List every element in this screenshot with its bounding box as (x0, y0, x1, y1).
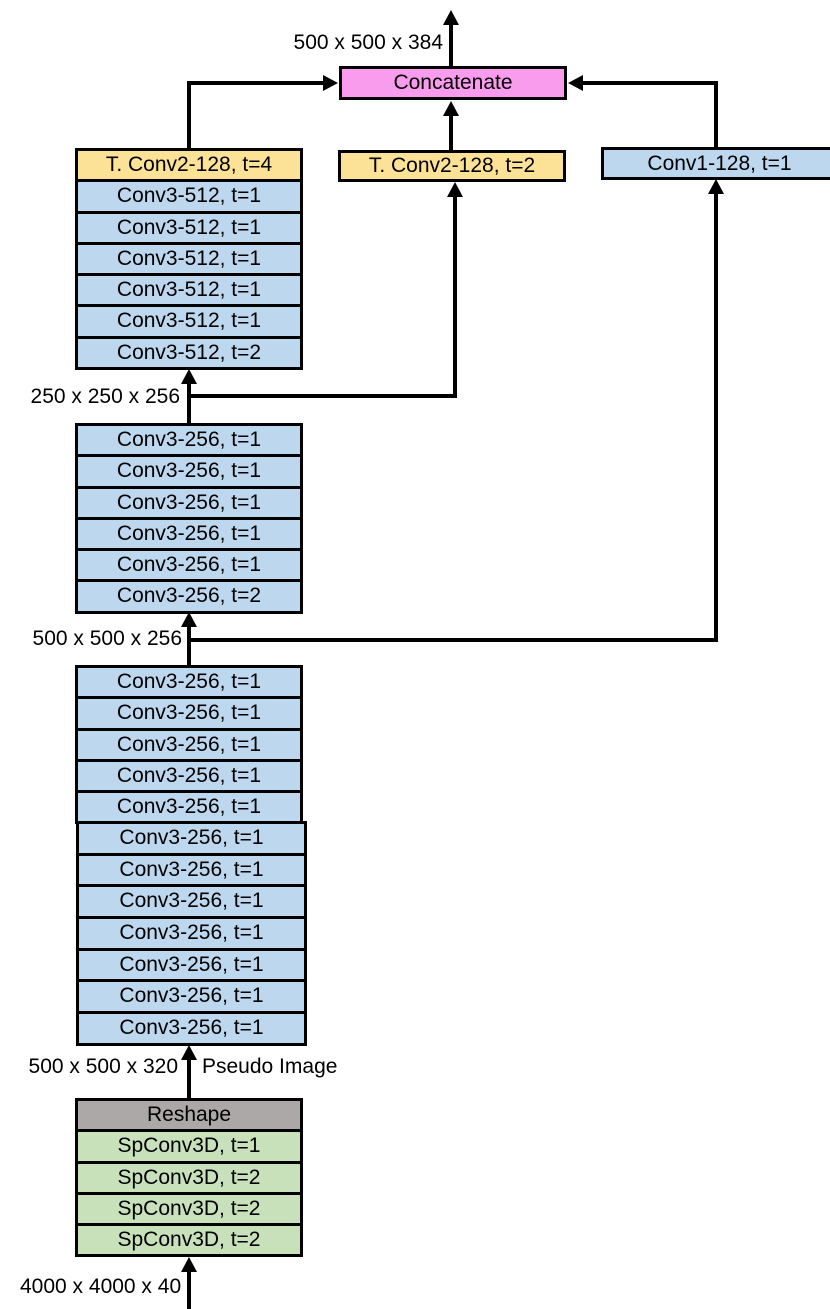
conv-block: Conv3-256, t=1 (75, 485, 303, 520)
conv3-256-lower-stack-b: Conv3-256, t=1 Conv3-256, t=1 Conv3-256,… (76, 821, 307, 1046)
conv-block: Conv3-512, t=2 (75, 335, 303, 371)
tconv2-t2-box: T. Conv2-128, t=2 (338, 150, 566, 182)
conv-block: Conv3-512, t=1 (75, 273, 303, 308)
input-dim-label: 4000 x 4000 x 40 (20, 1275, 182, 1298)
conv-block: Conv3-256, t=1 (76, 916, 307, 951)
pseudo-image-label: Pseudo Image (202, 1055, 338, 1078)
conv-block: Conv3-256, t=1 (75, 665, 303, 700)
line-headleft-vert (187, 81, 191, 149)
reshape-box: Reshape (75, 1098, 303, 1133)
line-junction1-vert (187, 383, 191, 427)
conv-block: Conv3-256, t=1 (75, 696, 303, 731)
spconv3d-stack: Reshape SpConv3D, t=1 SpConv3D, t=2 SpCo… (75, 1098, 303, 1258)
spconv-block: SpConv3D, t=2 (75, 1191, 303, 1227)
line-headmid-vert (449, 113, 453, 152)
conv-block: Conv3-512, t=1 (75, 304, 303, 339)
line-headleft-horiz (189, 81, 330, 85)
arrowhead-input (181, 1257, 197, 1272)
conv-block: Conv3-512, t=1 (75, 179, 303, 214)
conv-block: Conv3-256, t=1 (75, 790, 303, 825)
arrowhead-output-up (443, 10, 459, 25)
line-branch-mid-vert (453, 194, 457, 398)
line-branch-right-vert (714, 193, 718, 642)
conv-block: Conv3-256, t=1 (76, 1011, 307, 1046)
arrowhead-into-concat-mid (443, 101, 459, 116)
conv-block: Conv3-256, t=1 (75, 516, 303, 552)
line-pseudo-image (187, 1059, 191, 1100)
conv1-128-box: Conv1-128, t=1 (601, 147, 830, 180)
conv3-512-stack: T. Conv2-128, t=4 Conv3-512, t=1 Conv3-5… (75, 148, 303, 371)
conv-block: Conv3-256, t=1 (76, 979, 307, 1015)
line-junction2-horiz (187, 638, 718, 642)
conv-block: Conv3-256, t=1 (76, 821, 307, 856)
arrowhead-into-conv256-upper (181, 612, 197, 627)
conv-block: Conv3-256, t=1 (76, 852, 307, 888)
dim-500-256-label: 500 x 500 x 256 (32, 627, 182, 650)
spconv-block: SpConv3D, t=2 (75, 1223, 303, 1258)
line-headright-horiz (582, 81, 716, 85)
output-dim-label: 500 x 500 x 384 (293, 31, 443, 54)
arrowhead-into-headright (708, 179, 724, 194)
arrowhead-into-concat-right (568, 75, 583, 91)
concatenate-box: Concatenate (339, 66, 567, 100)
line-input (187, 1271, 191, 1309)
tconv2-t4-box: T. Conv2-128, t=4 (75, 148, 303, 183)
line-output (449, 24, 453, 68)
spconv-block: SpConv3D, t=1 (75, 1129, 303, 1164)
arrowhead-into-conv512 (181, 369, 197, 384)
conv-block: Conv3-256, t=1 (75, 548, 303, 583)
conv3-256-lower-stack-a: Conv3-256, t=1 Conv3-256, t=1 Conv3-256,… (75, 665, 303, 825)
arrowhead-into-concat-left (323, 75, 338, 91)
conv-block: Conv3-256, t=2 (75, 579, 303, 614)
line-junction2-vert (187, 626, 191, 667)
dim-250-label: 250 x 250 x 256 (30, 385, 180, 408)
conv3-256-upper-stack: Conv3-256, t=1 Conv3-256, t=1 Conv3-256,… (75, 423, 303, 614)
arrowhead-into-headmid (447, 182, 463, 197)
conv-block: Conv3-512, t=1 (75, 210, 303, 245)
spconv-block: SpConv3D, t=2 (75, 1160, 303, 1195)
line-junction1-horiz (187, 394, 457, 398)
conv-block: Conv3-256, t=1 (76, 947, 307, 983)
conv-block: Conv3-512, t=1 (75, 241, 303, 277)
conv-block: Conv3-256, t=1 (75, 423, 303, 458)
conv-block: Conv3-256, t=1 (75, 727, 303, 762)
conv-block: Conv3-256, t=1 (75, 454, 303, 489)
arrowhead-pseudo-image (181, 1045, 197, 1060)
conv-block: Conv3-256, t=1 (76, 884, 307, 920)
line-headright-vert (714, 81, 718, 148)
conv-block: Conv3-256, t=1 (75, 758, 303, 794)
dim-500-320-label: 500 x 500 x 320 (28, 1055, 178, 1078)
